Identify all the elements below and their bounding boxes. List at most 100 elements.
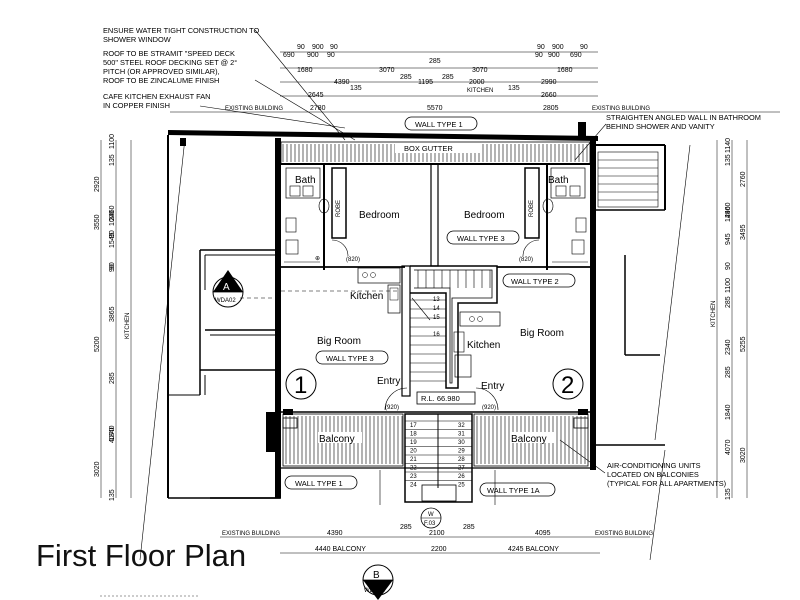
section-marker-b: B WDA02 bbox=[362, 564, 394, 600]
bath-fixtures-left bbox=[284, 167, 330, 263]
dim-label: 3020 bbox=[740, 447, 747, 463]
dim-label: 900 bbox=[552, 44, 564, 51]
wall-type-tag: WALL TYPE 1 bbox=[404, 116, 478, 131]
dim-label: 135 bbox=[350, 85, 362, 92]
dim-label: 285 bbox=[725, 366, 732, 378]
unit-number: 1 bbox=[285, 368, 317, 400]
dim-label: 135 bbox=[109, 489, 116, 501]
note-line: AIR-CONDITIONING UNITS bbox=[607, 461, 701, 470]
drain-mark: ⊕ bbox=[315, 256, 320, 262]
stair-number: 28 bbox=[458, 457, 465, 463]
dim-label: 1195 bbox=[418, 79, 433, 86]
dim-label: 5200 bbox=[94, 336, 101, 352]
stair-number: 23 bbox=[410, 474, 417, 480]
wall-type-tag: WALL TYPE 3 bbox=[315, 350, 389, 365]
dim-label: 2100 bbox=[429, 530, 445, 537]
note-roof: ROOF TO BE STRAMIT "SPEED DECK 500" STEE… bbox=[103, 49, 237, 85]
note-bathroom-wall: STRAIGHTEN ANGLED WALL IN BATHROOM BEHIN… bbox=[606, 113, 761, 131]
note-line: SHOWER WINDOW bbox=[103, 35, 171, 44]
room-label-bath: Bath bbox=[548, 175, 569, 186]
dim-label: 135 bbox=[725, 488, 732, 500]
wall-type-label: WALL TYPE 1 bbox=[295, 479, 343, 488]
dim-label: 2660 bbox=[541, 92, 557, 99]
dim-label: 285 bbox=[442, 74, 454, 81]
dim-label: 90 bbox=[297, 44, 305, 51]
section-line bbox=[649, 449, 666, 561]
leader-line bbox=[559, 439, 606, 474]
dim-label: 2460 bbox=[725, 202, 732, 218]
dim-label: EXISTING BUILDING bbox=[225, 106, 283, 112]
wall-type-label: WALL TYPE 1 bbox=[415, 120, 463, 129]
left-dimension-labels: 2920355052003020135110024609015459010009… bbox=[94, 134, 131, 501]
room-label-kitchen: Kitchen bbox=[467, 340, 500, 351]
dim-label: 5570 bbox=[427, 105, 443, 112]
right-party-wall bbox=[590, 140, 596, 470]
stair-number: 30 bbox=[458, 440, 465, 446]
room-label-bath: Bath bbox=[295, 175, 316, 186]
stair-number: 17 bbox=[410, 423, 417, 429]
dim-sublabel: KITCHEN bbox=[711, 301, 717, 327]
dim-label: 2990 bbox=[541, 79, 557, 86]
door-swing bbox=[522, 239, 540, 257]
dim-label: 2200 bbox=[431, 546, 447, 553]
stair-number: 26 bbox=[458, 474, 465, 480]
dim-label: 90 bbox=[109, 262, 116, 270]
dim-label: EXISTING BUILDING bbox=[595, 531, 653, 537]
note-air-conditioning: AIR-CONDITIONING UNITS LOCATED ON BALCON… bbox=[607, 461, 726, 488]
dim-label: 90 bbox=[109, 230, 116, 238]
rl-label: R.L. 66.980 bbox=[421, 394, 460, 403]
dim-label: 690 bbox=[283, 52, 295, 59]
note-line: 500" STEEL ROOF DECKING SET @ 2° bbox=[103, 58, 237, 67]
kitchen-right-bench bbox=[453, 311, 501, 378]
dim-label: 2645 bbox=[308, 92, 324, 99]
section-ref: WDA02 bbox=[215, 298, 236, 304]
dim-label: 4440 BALCONY bbox=[315, 546, 366, 553]
balcony-left bbox=[282, 413, 404, 467]
dim-label: 1680 bbox=[557, 67, 573, 74]
section-line bbox=[654, 144, 691, 441]
dim-label: 1840 bbox=[725, 404, 732, 420]
dim-label: 285 bbox=[429, 58, 441, 65]
dim-label: 1100 bbox=[109, 134, 116, 149]
dim-label: 285 bbox=[400, 74, 412, 81]
dim-label: EXISTING BUILDING bbox=[592, 106, 650, 112]
dim-label: 90 bbox=[327, 52, 335, 59]
wall-type-tag: WALL TYPE 1A bbox=[479, 482, 556, 497]
door-swing bbox=[384, 387, 408, 411]
right-dimension-labels: 2760349552553020135114024609094514901100… bbox=[711, 138, 747, 500]
stair-number: 13 bbox=[433, 297, 440, 303]
stair-number: 24 bbox=[410, 483, 417, 489]
dim-label: 1490 bbox=[725, 206, 732, 222]
dim-label: 90 bbox=[109, 264, 116, 272]
dim-label: 4070 bbox=[109, 427, 116, 443]
bottom-dimensions: EXISTING BUILDING 4390 285 2100 285 4095… bbox=[220, 524, 653, 554]
rl-level-tag: R.L. 66.980 bbox=[416, 391, 476, 405]
dim-label: 4095 bbox=[535, 530, 551, 537]
stair-number: 16 bbox=[433, 332, 440, 338]
wall-type-tag: WALL TYPE 1 bbox=[284, 475, 358, 490]
room-label-bedroom: Bedroom bbox=[359, 210, 400, 221]
dim-label: 285 bbox=[400, 524, 412, 531]
dim-label: 900 bbox=[548, 52, 560, 59]
dim-label: 90 bbox=[725, 262, 732, 270]
leader-line bbox=[199, 105, 346, 129]
dim-label: 1545 bbox=[109, 232, 116, 248]
box-gutter-label: BOX GUTTER bbox=[404, 144, 453, 153]
dim-label: 1680 bbox=[297, 67, 313, 74]
dim-label: 3070 bbox=[379, 67, 395, 74]
leader-line bbox=[254, 79, 356, 141]
section-ref: F.03 bbox=[424, 521, 436, 527]
core-wall-left bbox=[401, 265, 411, 397]
section-line bbox=[139, 137, 186, 561]
dim-label: 90 bbox=[330, 44, 338, 51]
dim-label: 2920 bbox=[94, 176, 101, 192]
room-label-entry: Entry bbox=[481, 381, 504, 392]
section-ref: WDA02 bbox=[364, 588, 385, 594]
leader-line bbox=[254, 29, 346, 141]
top-dimensions: 90 900 90 285 90 900 90 690 900 90 90 90… bbox=[170, 44, 780, 113]
dim-label: 285 bbox=[725, 296, 732, 308]
wall-type-label: WALL TYPE 3 bbox=[326, 354, 374, 363]
door-size: (820) bbox=[519, 257, 533, 263]
section-letter: W bbox=[428, 512, 434, 518]
